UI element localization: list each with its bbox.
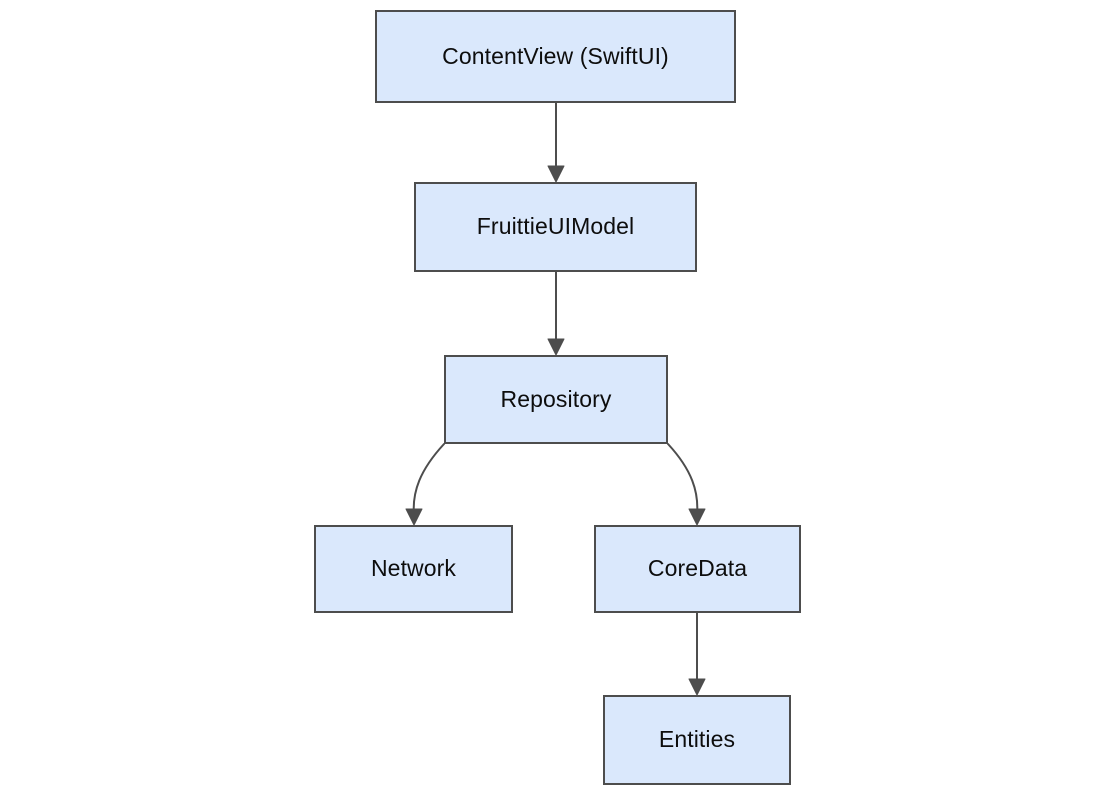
node-label-entities: Entities xyxy=(658,726,736,753)
node-label-fruittieuimodel: FruittieUIModel xyxy=(476,213,635,240)
node-repository[interactable]: Repository xyxy=(444,355,668,444)
node-label-network: Network xyxy=(370,555,457,582)
node-label-coredata: CoreData xyxy=(647,555,748,582)
arrowhead-icon xyxy=(547,165,565,183)
node-fruittieuimodel[interactable]: FruittieUIModel xyxy=(414,182,697,272)
node-label-contentview: ContentView (SwiftUI) xyxy=(442,42,669,69)
edge-contentview-to-fruittieuimodel xyxy=(547,102,565,183)
edge-repository-to-coredata xyxy=(667,443,706,526)
arrowhead-icon xyxy=(547,338,565,356)
node-contentview[interactable]: ContentView (SwiftUI) xyxy=(375,10,736,103)
arrowhead-icon xyxy=(688,508,706,526)
edge-repository-to-network xyxy=(405,443,445,526)
arrowhead-icon xyxy=(688,678,706,696)
node-network[interactable]: Network xyxy=(314,525,513,613)
arrowhead-icon xyxy=(405,508,423,526)
node-entities[interactable]: Entities xyxy=(603,695,791,785)
edge-coredata-to-entities xyxy=(688,612,706,696)
node-coredata[interactable]: CoreData xyxy=(594,525,801,613)
node-label-repository: Repository xyxy=(500,385,612,412)
edge-fruittieuimodel-to-repository xyxy=(547,271,565,356)
